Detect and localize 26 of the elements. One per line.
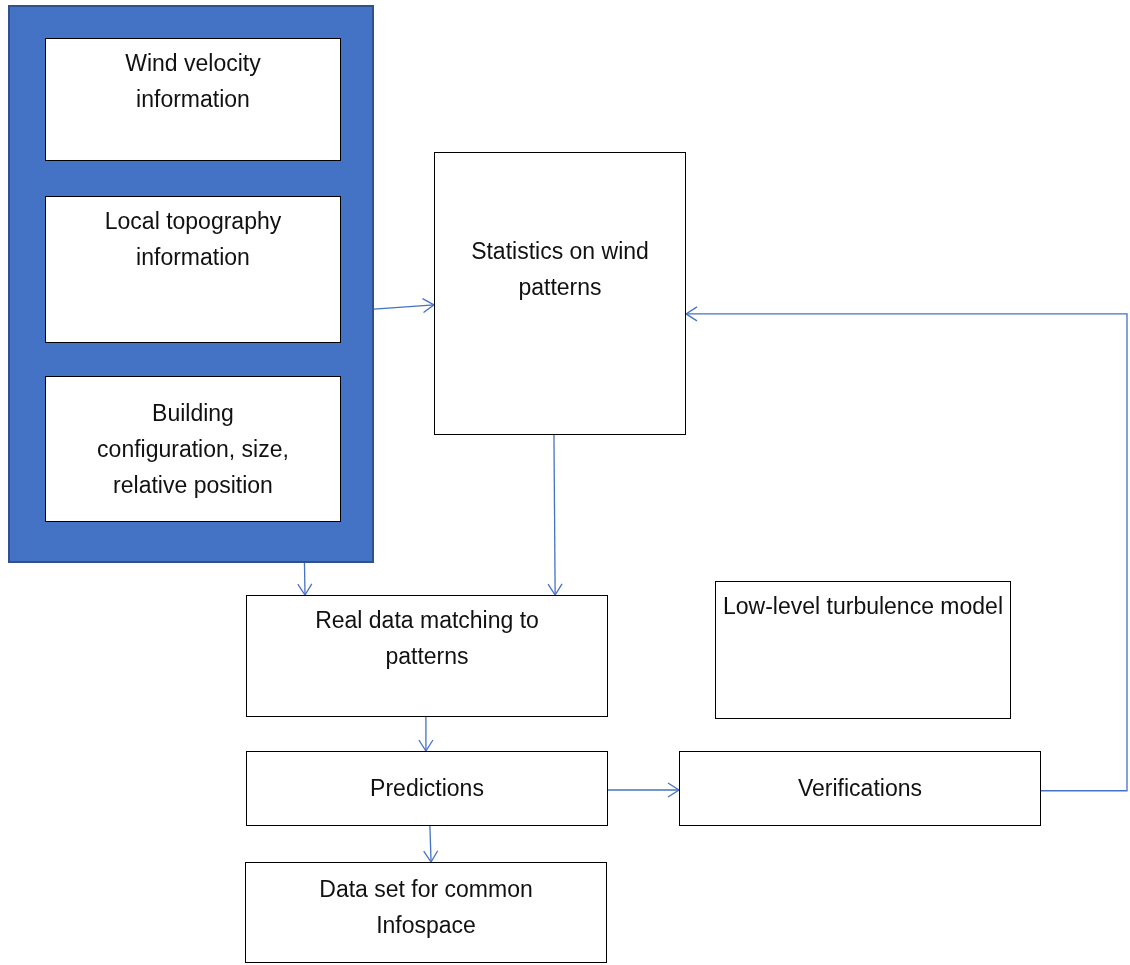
process-box xyxy=(45,38,341,161)
box-label: Building configuration, size, relative position xyxy=(96,399,290,500)
arrow xyxy=(685,306,1128,792)
box-label: Verifications xyxy=(797,774,923,803)
arrow xyxy=(418,716,434,752)
arrow xyxy=(373,297,435,314)
box-label: Low-level turbulence model xyxy=(722,592,1004,621)
process-box xyxy=(245,862,607,963)
arrow xyxy=(423,825,439,863)
box-label: Real data matching to patterns xyxy=(314,606,540,671)
box-label: Predictions xyxy=(369,774,485,803)
box-label: Data set for common Infospace xyxy=(318,875,534,940)
box-label: Wind velocity information xyxy=(124,49,262,114)
arrow xyxy=(607,782,680,798)
process-box xyxy=(715,581,1011,719)
process-box xyxy=(679,751,1041,826)
arrow xyxy=(297,562,313,596)
process-box xyxy=(246,595,608,717)
process-box xyxy=(434,152,686,435)
process-box xyxy=(45,196,341,343)
box-label: Local topography information xyxy=(103,207,283,272)
process-box xyxy=(246,751,608,826)
process-box xyxy=(45,376,341,522)
input-panel xyxy=(8,5,374,563)
box-label: Statistics on wind patterns xyxy=(470,237,650,302)
arrow xyxy=(547,434,563,596)
